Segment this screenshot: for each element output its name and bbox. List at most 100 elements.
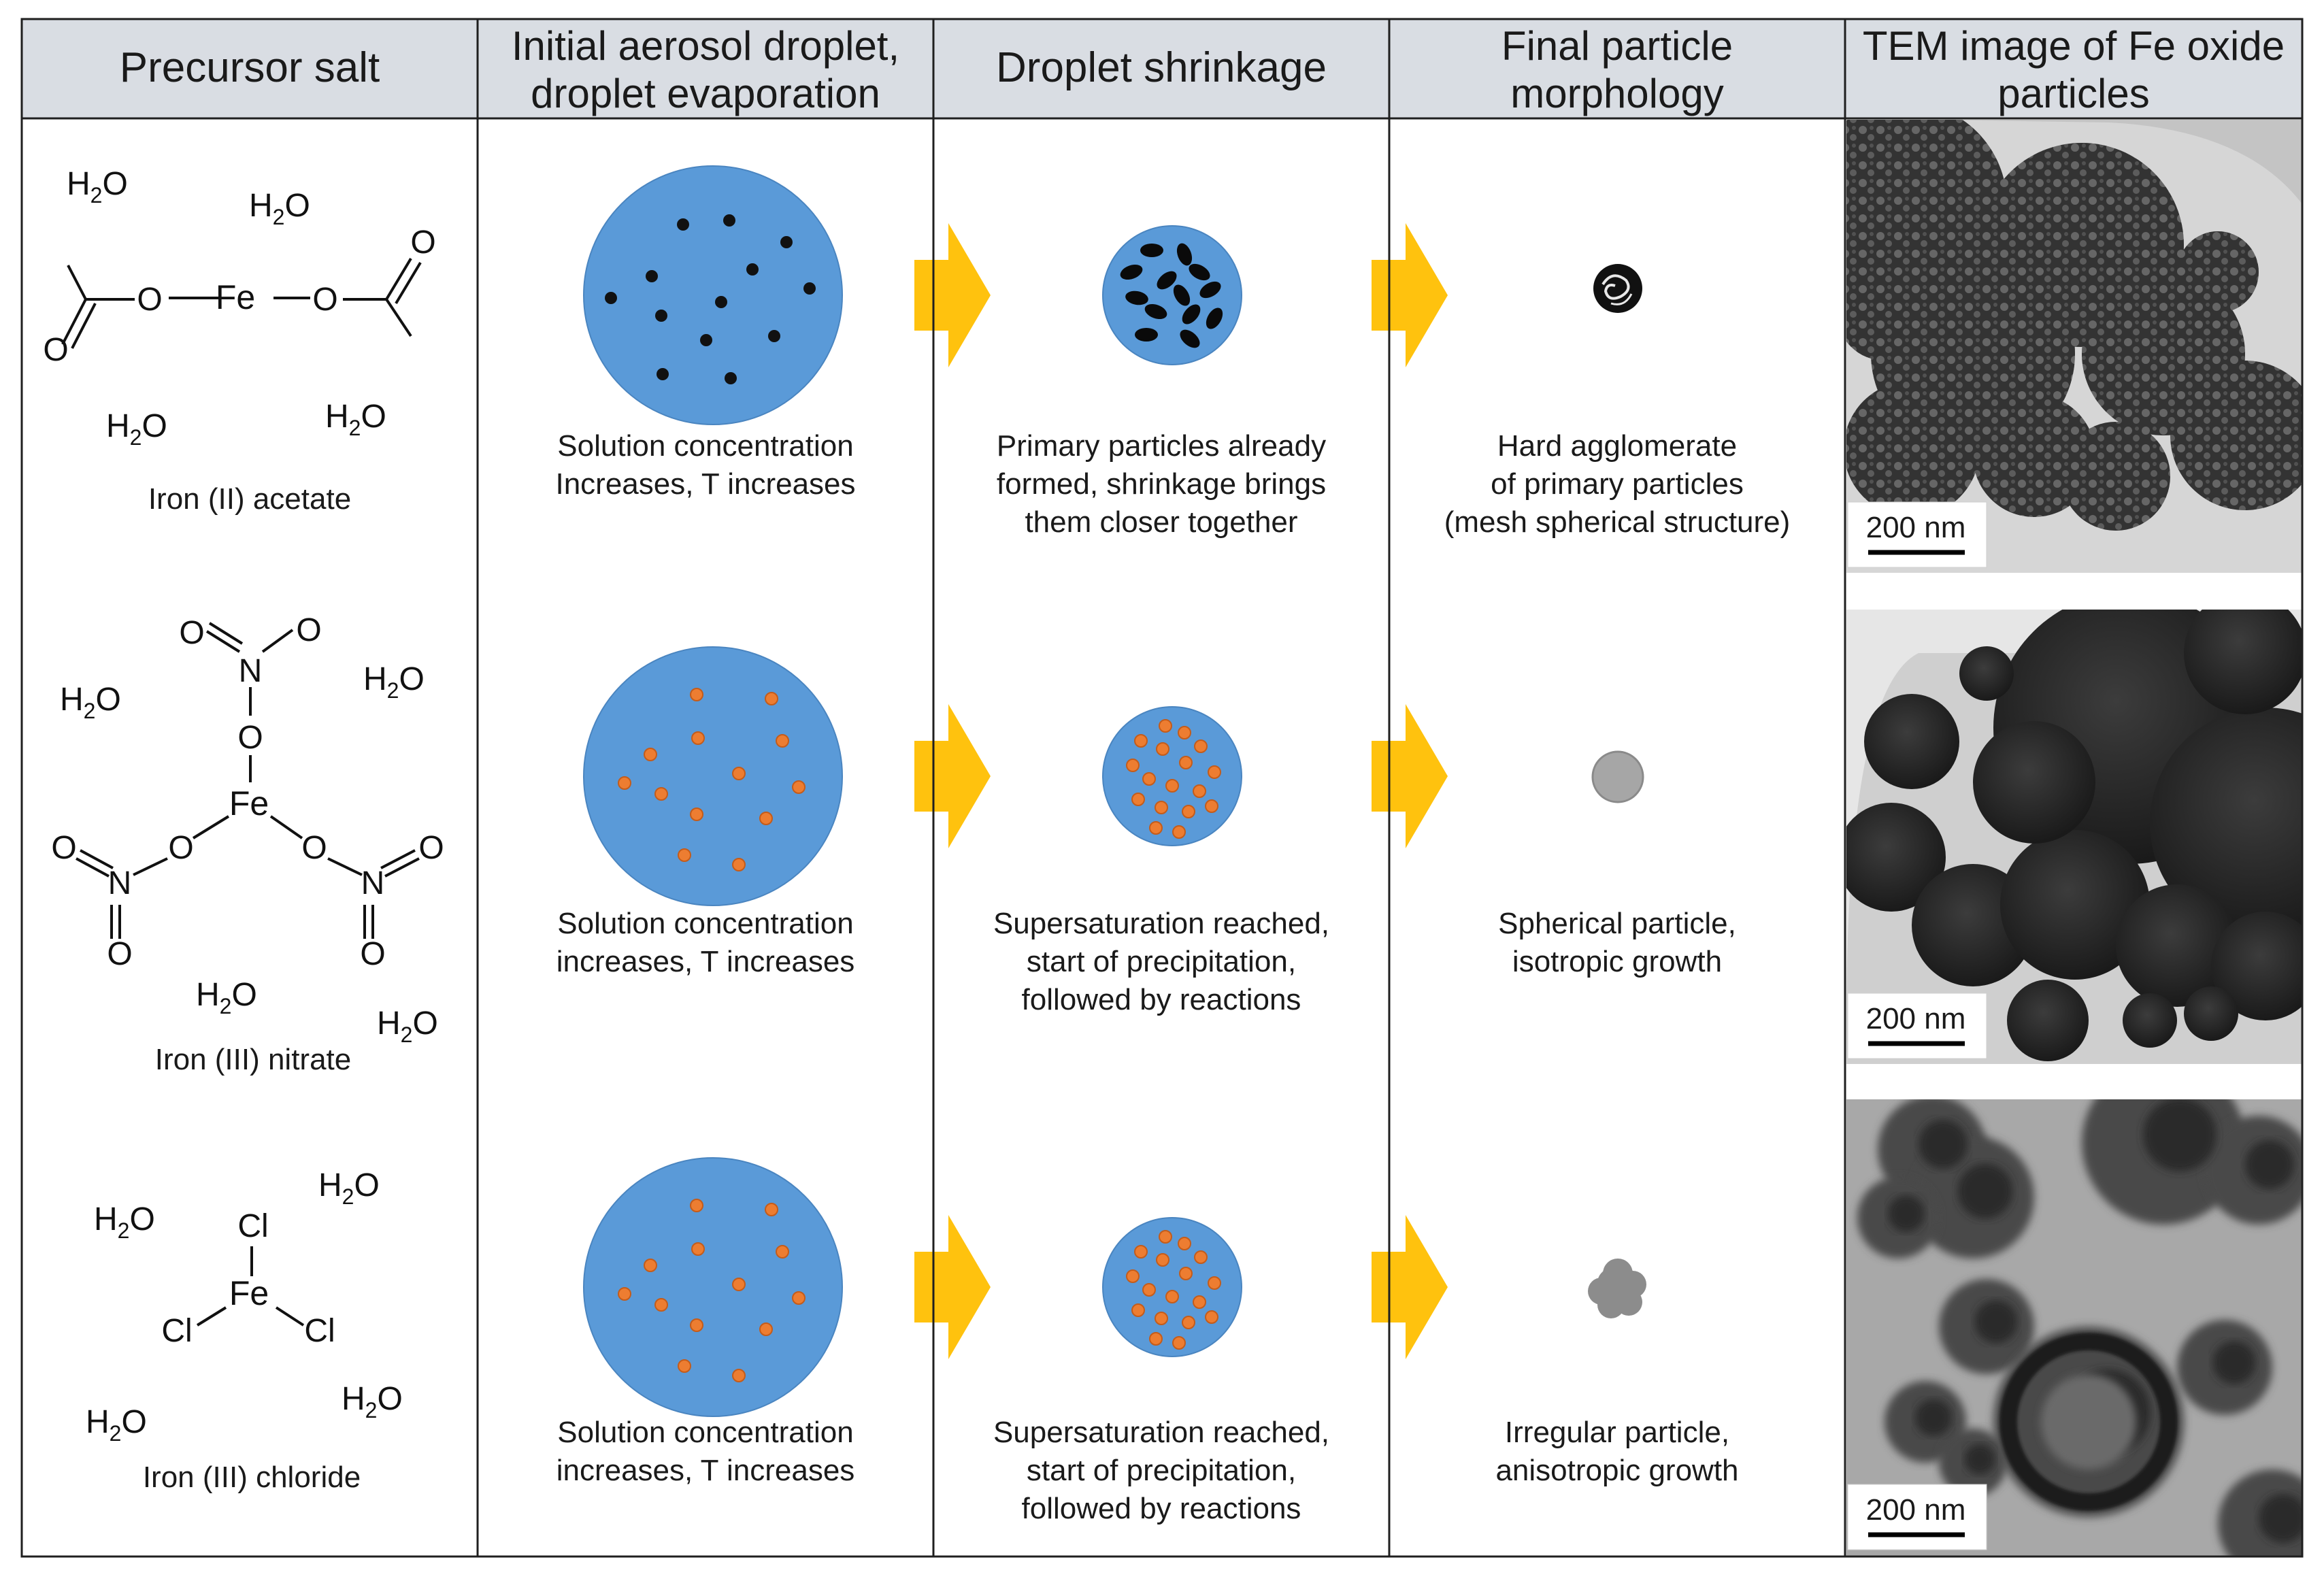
precipitate-dot xyxy=(1205,1310,1218,1324)
stage1-caption: Solution concentration xyxy=(557,1416,853,1449)
mesh-particle xyxy=(2170,361,2302,510)
solute-dot xyxy=(792,1291,806,1305)
atom-label: Cl xyxy=(304,1313,335,1349)
precipitate-dot xyxy=(1131,793,1145,806)
bond xyxy=(196,1306,227,1327)
precipitate-dot xyxy=(1165,1290,1179,1303)
precipitate-dot xyxy=(1156,742,1169,756)
stage3-caption: Spherical particle, xyxy=(1498,907,1736,940)
atom-label: Fe xyxy=(229,1274,269,1312)
solute-dot xyxy=(690,688,703,701)
double-bond xyxy=(61,299,87,345)
water-label: H2O xyxy=(318,1167,380,1209)
precipitate-dot xyxy=(1134,734,1148,748)
atom-label: Cl xyxy=(237,1208,268,1244)
droplets xyxy=(583,165,1646,1417)
precipitate-dot xyxy=(1142,772,1156,786)
precursor-name: Iron (II) acetate xyxy=(148,482,351,516)
solute-dot xyxy=(646,270,658,282)
dense-particle xyxy=(2184,986,2238,1041)
double-bond xyxy=(384,857,420,878)
atom-label: O xyxy=(107,936,132,972)
atom-label: O xyxy=(296,612,321,648)
precipitate-dot xyxy=(1182,805,1195,818)
shell-interior xyxy=(2041,1374,2136,1469)
primary-particle xyxy=(1182,304,1201,324)
solute-dot xyxy=(765,692,778,705)
solute-dot xyxy=(655,310,667,322)
bond xyxy=(269,815,303,839)
water-label: H2O xyxy=(249,188,310,229)
stage3-caption: isotropic growth xyxy=(1512,945,1722,978)
precipitate-dot xyxy=(1193,1295,1206,1309)
column-header-line: Final particle xyxy=(1501,23,1733,69)
final-particle xyxy=(1593,264,1642,313)
primary-particle xyxy=(1120,264,1143,280)
bond xyxy=(133,857,168,876)
stage2-caption: start of precipitation, xyxy=(1027,1454,1296,1487)
precipitate-dot xyxy=(1193,784,1206,798)
particle-core xyxy=(1919,1120,1968,1169)
precipitate-dot xyxy=(1142,1283,1156,1297)
solute-dot xyxy=(715,296,727,308)
solute-dot xyxy=(691,731,705,745)
process-arrow xyxy=(914,1215,991,1359)
solute-dot xyxy=(678,848,691,862)
dense-particle xyxy=(1973,721,2095,844)
stage2-caption: followed by reactions xyxy=(1022,1492,1301,1525)
initial-droplet xyxy=(583,165,843,425)
double-bond xyxy=(395,261,422,305)
solute-dot xyxy=(759,1322,773,1336)
particle-core xyxy=(2212,1341,2256,1384)
scale-bar-label: 200 nm xyxy=(1866,511,1966,544)
dense-particle xyxy=(2123,993,2177,1048)
stage2-caption: formed, shrinkage brings xyxy=(997,467,1326,501)
primary-particle xyxy=(1199,281,1221,299)
stage1-caption: Solution concentration xyxy=(557,429,853,463)
bond xyxy=(208,622,244,645)
mesh-particle xyxy=(2061,422,2170,531)
scale-bar-label: 200 nm xyxy=(1866,1002,1966,1035)
column-header-line: TEM image of Fe oxide xyxy=(1863,23,2285,69)
stage1-caption: increases, T increases xyxy=(557,945,855,978)
particle-core xyxy=(2143,1099,2217,1171)
mesh-line xyxy=(1601,274,1630,300)
initial-droplet xyxy=(583,1157,843,1417)
atom-label: O xyxy=(301,830,327,866)
column-header-line: particles xyxy=(1997,71,2149,116)
process-arrow xyxy=(1372,704,1448,848)
stage3-caption: Irregular particle, xyxy=(1505,1416,1729,1449)
solute-dot xyxy=(725,372,737,384)
precipitate-dot xyxy=(1149,821,1163,835)
double-bond xyxy=(71,303,97,349)
precipitate-dot xyxy=(1155,801,1168,814)
solute-dot xyxy=(768,330,780,342)
table-grid xyxy=(20,18,2304,1558)
precipitate-dot xyxy=(1179,1267,1193,1280)
scale-bar-box xyxy=(1847,993,1987,1059)
column-header-line: morphology xyxy=(1510,71,1724,116)
shrunk-droplet xyxy=(1102,225,1242,365)
dense-particle xyxy=(1846,803,1946,912)
precipitate-dot xyxy=(1208,765,1221,779)
atom-label: Fe xyxy=(216,278,255,316)
water-label: H2O xyxy=(342,1381,403,1422)
atom-label: Fe xyxy=(229,784,269,822)
tem-image-acetate xyxy=(1846,120,2302,573)
water-label: H2O xyxy=(377,1005,438,1047)
primary-particle xyxy=(1180,329,1200,348)
primary-particle xyxy=(1144,303,1167,320)
precipitate-dot xyxy=(1178,1237,1191,1250)
water-label: H2O xyxy=(363,661,425,703)
solute-dot xyxy=(618,1287,631,1301)
primary-particle xyxy=(1189,263,1210,281)
water-label: H2O xyxy=(196,977,257,1018)
final-particle xyxy=(1591,750,1644,803)
solute-dot xyxy=(678,1359,691,1373)
double-bond xyxy=(76,857,110,878)
precipitate-dot xyxy=(1159,1230,1172,1244)
precipitate-dot xyxy=(1126,759,1140,772)
precipitate-dot xyxy=(1194,739,1208,753)
bond xyxy=(327,857,363,876)
